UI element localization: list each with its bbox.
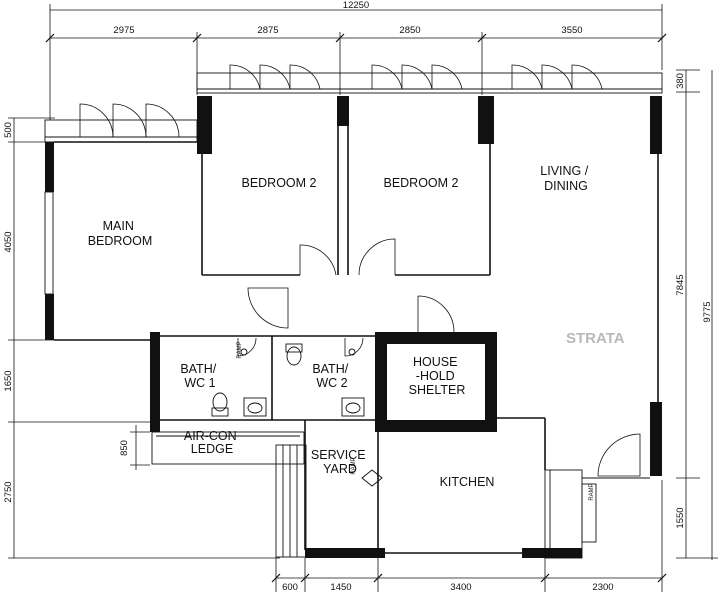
ramp-label-2: RAMP [351, 457, 357, 474]
label-living-dining: LIVING / DINING [540, 164, 591, 193]
dim-top-4: 3550 [561, 25, 582, 36]
basin-icon [341, 397, 365, 417]
ramp-label-1: RAMP [237, 341, 243, 358]
dim-bottom-1: 600 [282, 582, 298, 593]
label-bedroom-2-right: BEDROOM 2 [383, 176, 458, 190]
label-aircon-ledge: AIR-CON LEDGE [184, 429, 240, 456]
dim-bottom-2: 1450 [330, 582, 351, 593]
dim-left-4: 850 [119, 440, 130, 456]
watermark: STRATA [566, 330, 625, 347]
doors [237, 238, 641, 487]
dim-right-4: 1550 [675, 507, 686, 528]
dim-overall-top: 12250 [343, 0, 369, 11]
dim-top-3: 2850 [399, 25, 420, 36]
label-bath-wc-1: BATH/ WC 1 [180, 362, 219, 390]
toilet-icon [212, 392, 228, 412]
dim-right-2: 7845 [675, 274, 686, 295]
fixtures: RAMP RAMP RAMP [211, 341, 595, 501]
label-bath-wc-2: BATH/ WC 2 [312, 362, 351, 390]
dim-bottom-4: 2300 [592, 582, 613, 593]
label-main-bedroom: MAIN BEDROOM [88, 219, 153, 248]
ramp-label-3: RAMP [589, 483, 595, 500]
walls [45, 96, 662, 559]
label-bedroom-2-left: BEDROOM 2 [241, 176, 316, 190]
label-service-yard: SERVICE YARD [311, 448, 369, 476]
dim-left-2: 4050 [3, 231, 14, 252]
dimension-lines [8, 4, 718, 592]
dimension-labels: 12250 2975 2875 2850 3550 600 1450 3400 … [3, 0, 713, 593]
label-kitchen: KITCHEN [440, 475, 495, 489]
dim-top-2: 2875 [257, 25, 278, 36]
basin-icon [243, 397, 267, 417]
dim-top-1: 2975 [113, 25, 134, 36]
dim-left-5: 2750 [3, 481, 14, 502]
dim-right-1: 380 [675, 73, 686, 89]
dim-right-3: 9775 [702, 301, 713, 322]
label-household-shelter: HOUSE -HOLD SHELTER [409, 355, 466, 397]
room-labels: MAIN BEDROOM BEDROOM 2 BEDROOM 2 LIVING … [88, 164, 591, 489]
dim-left-1: 500 [3, 122, 14, 138]
dim-left-3: 1650 [3, 370, 14, 391]
toilet-icon [286, 346, 302, 366]
dim-bottom-3: 3400 [450, 582, 471, 593]
